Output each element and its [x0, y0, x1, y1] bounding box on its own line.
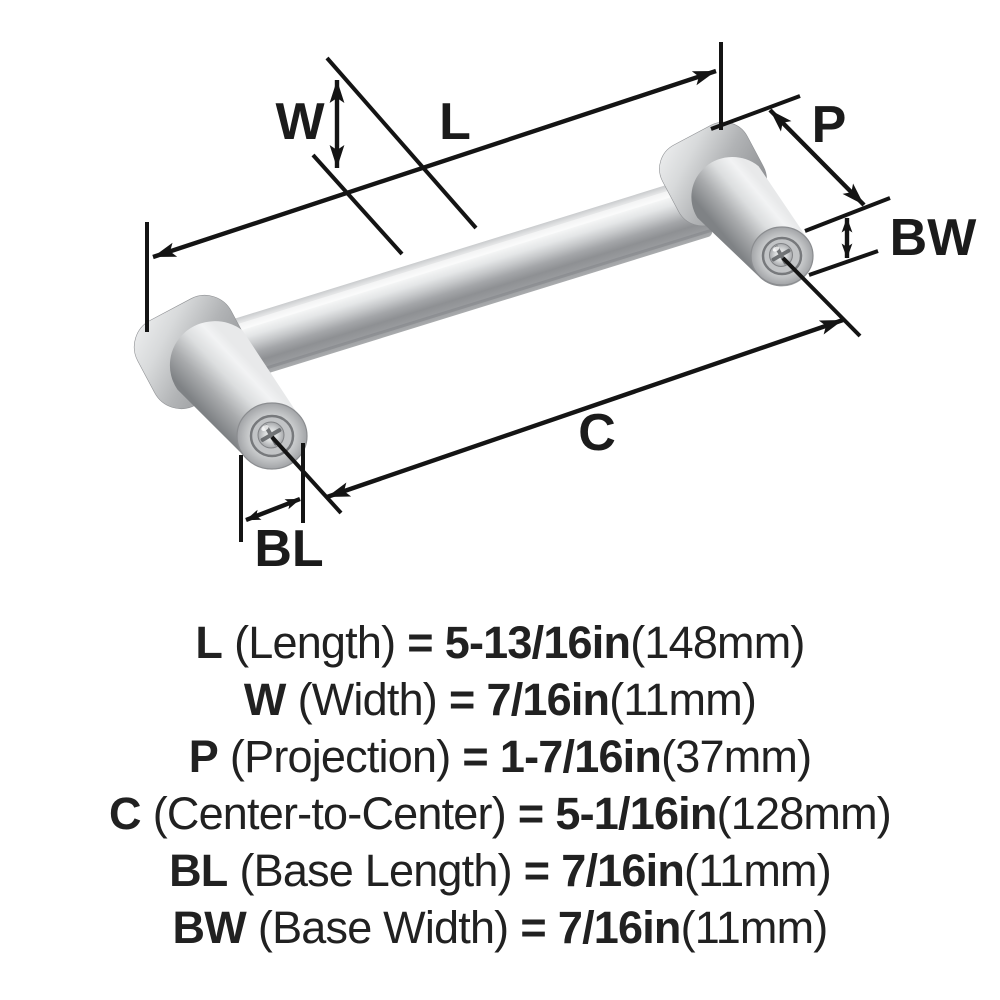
handle-diagram: L W P BW — [133, 42, 978, 578]
P-BW-shared-tick — [804, 196, 891, 233]
P-tick-upper — [710, 94, 801, 131]
dim-label-BL: BL — [254, 520, 323, 578]
spec-name: (Base Length) — [239, 845, 512, 896]
spec-code: BW — [172, 902, 247, 953]
spec-code: L — [195, 617, 223, 668]
C-leader-right — [781, 256, 862, 338]
spec-line-width: W(Width)=7/16in(11mm) — [0, 671, 1000, 728]
spec-metric: (37mm) — [661, 731, 812, 782]
spec-code: C — [108, 788, 141, 839]
W-tick-upper — [325, 56, 478, 230]
spec-equals: = — [523, 845, 550, 896]
spec-metric: (148mm) — [630, 617, 805, 668]
dim-label-W: W — [275, 93, 325, 151]
spec-value: 7/16in — [561, 845, 685, 896]
spec-code: BL — [169, 845, 228, 896]
dimension-P: P — [710, 94, 891, 233]
handle-left-base — [133, 295, 308, 470]
dim-label-BW: BW — [890, 209, 978, 267]
P-arrow — [768, 108, 866, 207]
spec-code: P — [188, 731, 219, 782]
dim-label-P: P — [812, 96, 847, 154]
spec-equals: = — [462, 731, 488, 782]
W-tick-lower — [311, 153, 404, 256]
spec-equals: = — [520, 902, 546, 953]
dimension-L: L — [145, 42, 723, 332]
dimension-W: W — [275, 56, 478, 256]
spec-equals: = — [448, 674, 475, 725]
C-arrow — [326, 317, 844, 500]
handle-right-base — [659, 121, 814, 287]
left-screw-glint — [261, 425, 269, 431]
spec-value: 5-13/16in — [444, 617, 631, 668]
spec-value: 7/16in — [486, 674, 610, 725]
BW-tick-lower — [808, 249, 879, 277]
spec-line-projection: P(Projection)=1-7/16in(37mm) — [0, 728, 1000, 785]
dimension-BW: BW — [808, 209, 978, 277]
spec-name: (Length) — [234, 617, 396, 668]
spec-line-base-length: BL(Base Length)=7/16in(11mm) — [0, 842, 1000, 899]
dimension-C: C — [270, 256, 862, 515]
spec-metric: (11mm) — [609, 674, 757, 725]
spec-code: W — [243, 674, 286, 725]
dim-label-L: L — [439, 93, 471, 151]
spec-metric: (11mm) — [680, 902, 829, 953]
spec-equals: = — [407, 617, 433, 668]
spec-value: 7/16in — [557, 902, 682, 953]
spec-name: (Center-to-Center) — [152, 788, 507, 839]
spec-value: 5-1/16in — [555, 788, 717, 839]
dim-label-C: C — [578, 404, 616, 462]
spec-name: (Base Width) — [257, 902, 509, 953]
dimension-annotations: L W P BW — [145, 42, 978, 578]
spec-value: 1-7/16in — [499, 731, 662, 782]
L-arrow — [152, 68, 717, 260]
spec-line-center-to-center: C(Center-to-Center)=5-1/16in(128mm) — [0, 785, 1000, 842]
C-leader-left — [270, 435, 343, 515]
dimension-specs: L(Length)=5-13/16in(148mm) W(Width)=7/16… — [0, 614, 1000, 956]
spec-name: (Projection) — [229, 731, 451, 782]
spec-equals: = — [517, 788, 544, 839]
dimension-BL: BL — [239, 443, 324, 578]
handle-bar — [211, 177, 713, 384]
handle-illustration — [133, 121, 814, 470]
spec-line-length: L(Length)=5-13/16in(148mm) — [0, 614, 1000, 671]
spec-metric: (128mm) — [716, 788, 892, 839]
spec-name: (Width) — [297, 674, 438, 725]
right-screw-glint — [772, 246, 780, 252]
spec-line-base-width: BW(Base Width)=7/16in(11mm) — [0, 899, 1000, 956]
BL-arrow — [245, 496, 301, 523]
spec-metric: (11mm) — [684, 845, 832, 896]
